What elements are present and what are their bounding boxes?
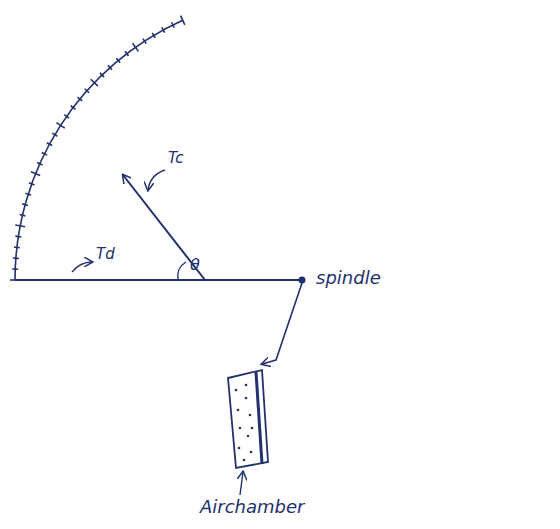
scale-tick [14, 246, 20, 248]
scale-tick [15, 235, 21, 238]
air-dot [249, 414, 252, 417]
torque-label: Tc [168, 150, 184, 167]
scale-tick [25, 193, 31, 195]
scale-tick [133, 43, 139, 51]
angle-label: θ [190, 256, 200, 274]
air-chamber [228, 370, 268, 468]
scale-tick [71, 106, 76, 110]
scale-arc [10, 16, 185, 280]
air-dot [237, 409, 240, 412]
air-dot [239, 427, 242, 430]
scale-tick [12, 268, 18, 270]
air-dot [243, 459, 246, 462]
scale-tick [20, 215, 26, 216]
scale-tick [15, 225, 25, 227]
chamber-leader [240, 472, 243, 495]
scale-tick [125, 51, 129, 56]
scale-tick [31, 172, 40, 176]
angle-arc [178, 262, 186, 280]
scale-line [15, 20, 183, 280]
scale-tick [78, 97, 83, 101]
scale-tick [56, 123, 64, 128]
scale-tick [108, 65, 112, 69]
air-dot [251, 427, 254, 430]
air-dot [238, 447, 241, 450]
scale-tick [85, 89, 89, 93]
scale-tick [181, 16, 185, 25]
scale-tick [64, 115, 69, 118]
spindle-dot [299, 277, 306, 284]
scale-tick [47, 143, 52, 146]
td-arrow [72, 262, 92, 272]
scale-tick [162, 27, 165, 32]
scale-tick [22, 204, 28, 206]
air-dot [247, 435, 250, 438]
scale-tick [116, 58, 120, 63]
tc-arrow [148, 170, 165, 190]
torque-label: Td [96, 246, 115, 263]
air-dot [245, 384, 248, 387]
linkage-rod [262, 283, 302, 364]
scale-tick [172, 22, 175, 27]
pointer [123, 175, 205, 280]
air-dot [250, 451, 253, 454]
scale-tick [42, 152, 47, 155]
scale-tick [91, 79, 98, 86]
scale-tick [100, 73, 104, 77]
zero-line [15, 279, 300, 281]
piston [256, 372, 262, 464]
scale-tick [143, 39, 146, 44]
spindle-label: spindle [316, 268, 381, 288]
air-dot [235, 389, 238, 392]
scale-tick [29, 183, 35, 185]
scale-tick [52, 133, 57, 136]
scale-tick [37, 162, 42, 164]
chamber-label: Airchamber [200, 497, 304, 517]
air-dot [245, 397, 248, 400]
scale-tick [152, 33, 155, 38]
scale-tick [13, 257, 19, 259]
air-dots [235, 384, 254, 462]
